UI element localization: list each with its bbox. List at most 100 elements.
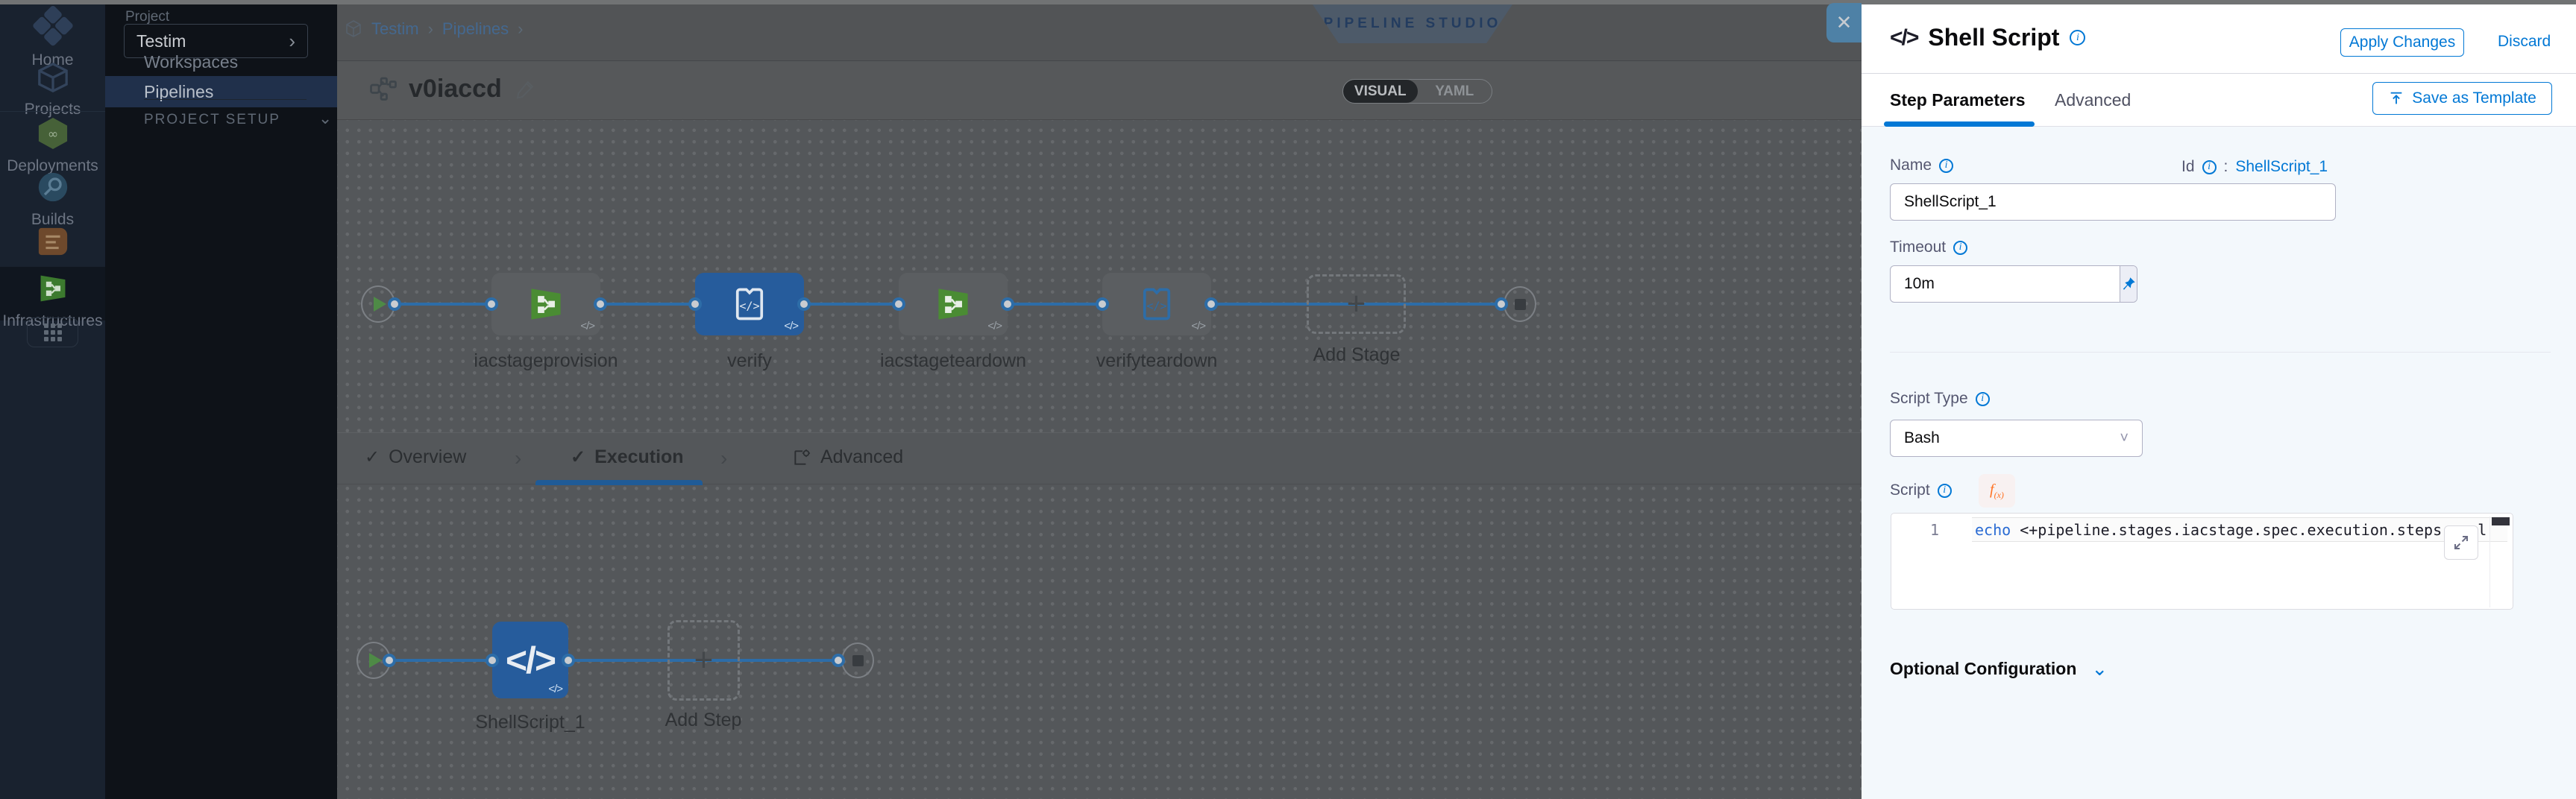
stop-icon	[852, 654, 864, 666]
port	[797, 297, 811, 311]
discard-button[interactable]: Discard	[2498, 33, 2551, 50]
step-node-shellscript[interactable]: </> </>	[492, 622, 568, 698]
add-step-button[interactable]: +	[667, 620, 740, 701]
sidebar-item-workspaces[interactable]: Workspaces	[105, 46, 337, 78]
optional-configuration-toggle[interactable]: Optional Configuration ⌄	[1890, 657, 2108, 680]
edit-pencil-icon[interactable]	[514, 78, 536, 101]
project-panel: Project Testim › Workspaces Pipelines PR…	[105, 4, 337, 799]
fx-sub-label: (x)	[1994, 489, 2004, 500]
expression-fx-button[interactable]: f(x)	[1979, 474, 2015, 508]
step-end-node	[841, 642, 874, 678]
breadcrumb-link-pipelines[interactable]: Pipelines	[442, 19, 509, 38]
toggle-visual[interactable]: VISUAL	[1343, 80, 1418, 103]
script-label: Script	[1890, 481, 1930, 499]
stage-node-verify[interactable]: </> </>	[695, 273, 804, 335]
script-code-editor[interactable]: 1 echo <+pipeline.stages.iacstage.spec.e…	[1891, 513, 2513, 610]
shell-script-drawer: </> Shell Script i Apply Changes Discard…	[1862, 4, 2576, 799]
editor-minimap	[2492, 517, 2510, 525]
name-input[interactable]	[1890, 183, 2336, 221]
info-icon[interactable]: i	[1939, 158, 1954, 173]
name-label-row: Name i	[1890, 157, 1954, 174]
tab-label: Execution	[594, 446, 684, 467]
fx-label: f	[1990, 481, 1994, 498]
sidebar-item-label: Home	[31, 51, 74, 69]
info-icon[interactable]: i	[1937, 483, 1952, 498]
sidebar-item-label: Deployments	[7, 157, 98, 174]
info-icon[interactable]: i	[2202, 160, 2217, 174]
code-badge-icon: </>	[784, 320, 799, 332]
breadcrumb-sep-icon: ›	[427, 19, 433, 38]
grid-icon	[43, 323, 62, 341]
breadcrumb-link-testim[interactable]: Testim	[371, 19, 419, 38]
add-stage-button[interactable]: +	[1307, 274, 1406, 334]
stage-node-iacstageteardown[interactable]: </>	[899, 273, 1008, 335]
infrastructure-stage-icon	[531, 288, 561, 320]
visual-yaml-toggle: VISUAL YAML	[1342, 79, 1492, 104]
tab-advanced[interactable]: Advanced	[2055, 90, 2132, 110]
port	[832, 654, 845, 667]
timeout-input[interactable]	[1891, 266, 2120, 302]
active-tab-underline	[535, 480, 703, 485]
tab-step-parameters[interactable]: Step Parameters	[1890, 90, 2026, 110]
panel-divider	[144, 99, 307, 100]
sidebar-item-label: Projects	[24, 101, 81, 118]
tab-execution[interactable]: ✓ Execution	[571, 446, 684, 468]
breadcrumb-sep-icon: ›	[518, 19, 524, 38]
tab-overview[interactable]: ✓ Overview	[365, 446, 466, 468]
editor-scrollbar[interactable]	[2489, 517, 2490, 607]
close-drawer-button[interactable]: ✕	[1826, 3, 1862, 42]
step-id-row: Id i : ShellScript_1	[2181, 158, 2328, 176]
expand-editor-button[interactable]	[2444, 525, 2478, 560]
plus-icon: +	[1346, 285, 1366, 322]
stage-node-verifyteardown[interactable]: </> </>	[1102, 273, 1211, 335]
active-tab-underline	[1884, 121, 2035, 127]
step-id-link[interactable]: ShellScript_1	[2235, 158, 2328, 175]
sidebar-item-projects[interactable]: Projects	[0, 62, 105, 119]
pipeline-canvas[interactable]: </> </> </> </> </>	[337, 120, 1862, 799]
apply-changes-button[interactable]: Apply Changes	[2340, 28, 2464, 57]
script-label-row: Script i	[1890, 481, 1952, 499]
sidebar-item-home[interactable]: Home	[0, 4, 105, 69]
fullscreen-icon	[2454, 536, 2468, 549]
project-selector[interactable]: Testim ›	[124, 24, 308, 58]
project-setup-toggle[interactable]: PROJECT SETUP ⌄	[144, 109, 333, 128]
stage-node-iacstageprovision[interactable]: </>	[491, 273, 600, 335]
script-type-select[interactable]: Bash ˅	[1890, 420, 2143, 457]
section-divider	[1890, 352, 2551, 353]
info-icon[interactable]: i	[1953, 240, 1968, 255]
badge-label: PIPELINE STUDIO	[1323, 16, 1502, 31]
breadcrumb-bar: Testim › Pipelines ›	[337, 4, 1862, 61]
stage-label: verify	[727, 350, 772, 371]
title-bar: v0iaccd	[337, 62, 1862, 120]
id-label: Id	[2181, 158, 2195, 175]
toggle-yaml[interactable]: YAML	[1435, 83, 1474, 99]
stop-icon	[1514, 298, 1526, 310]
line-number: 1	[1930, 521, 1940, 539]
sidebar-item-builds[interactable]: Builds	[0, 171, 105, 229]
save-as-template-button[interactable]: Save as Template	[2372, 82, 2552, 115]
svg-text:</>: </>	[1146, 300, 1166, 313]
tab-advanced[interactable]: Advanced	[792, 446, 903, 468]
info-icon[interactable]: i	[1975, 391, 1990, 406]
port	[1495, 297, 1508, 311]
fixed-value-pin-button[interactable]	[2120, 266, 2137, 302]
drawer-title: Shell Script	[1928, 24, 2060, 51]
shell-script-icon: </>	[505, 639, 556, 681]
code-badge-icon: </>	[580, 320, 595, 332]
info-icon[interactable]: i	[2070, 30, 2086, 45]
name-label: Name	[1890, 157, 1932, 174]
custom-stage-icon: </>	[735, 288, 764, 320]
optional-configuration-label: Optional Configuration	[1890, 659, 2077, 678]
code-badge-icon: </>	[548, 683, 563, 695]
port	[1204, 297, 1218, 311]
tab-label: Advanced	[820, 446, 904, 467]
code-line[interactable]: echo <+pipeline.stages.iacstage.spec.exe…	[1975, 521, 2507, 539]
module-grid-button[interactable]	[27, 318, 78, 347]
pipeline-tab-strip: ✓ Overview › ✓ Execution › Advanced	[337, 432, 1862, 485]
window-top-strip	[0, 0, 2576, 4]
sidebar-item-pipelines[interactable]: Pipelines	[105, 76, 337, 107]
step-edge	[389, 659, 844, 662]
port	[1096, 297, 1109, 311]
project-section-label: Project	[125, 9, 170, 25]
sidebar-item-deployments[interactable]: ∞ Deployments	[0, 118, 105, 175]
